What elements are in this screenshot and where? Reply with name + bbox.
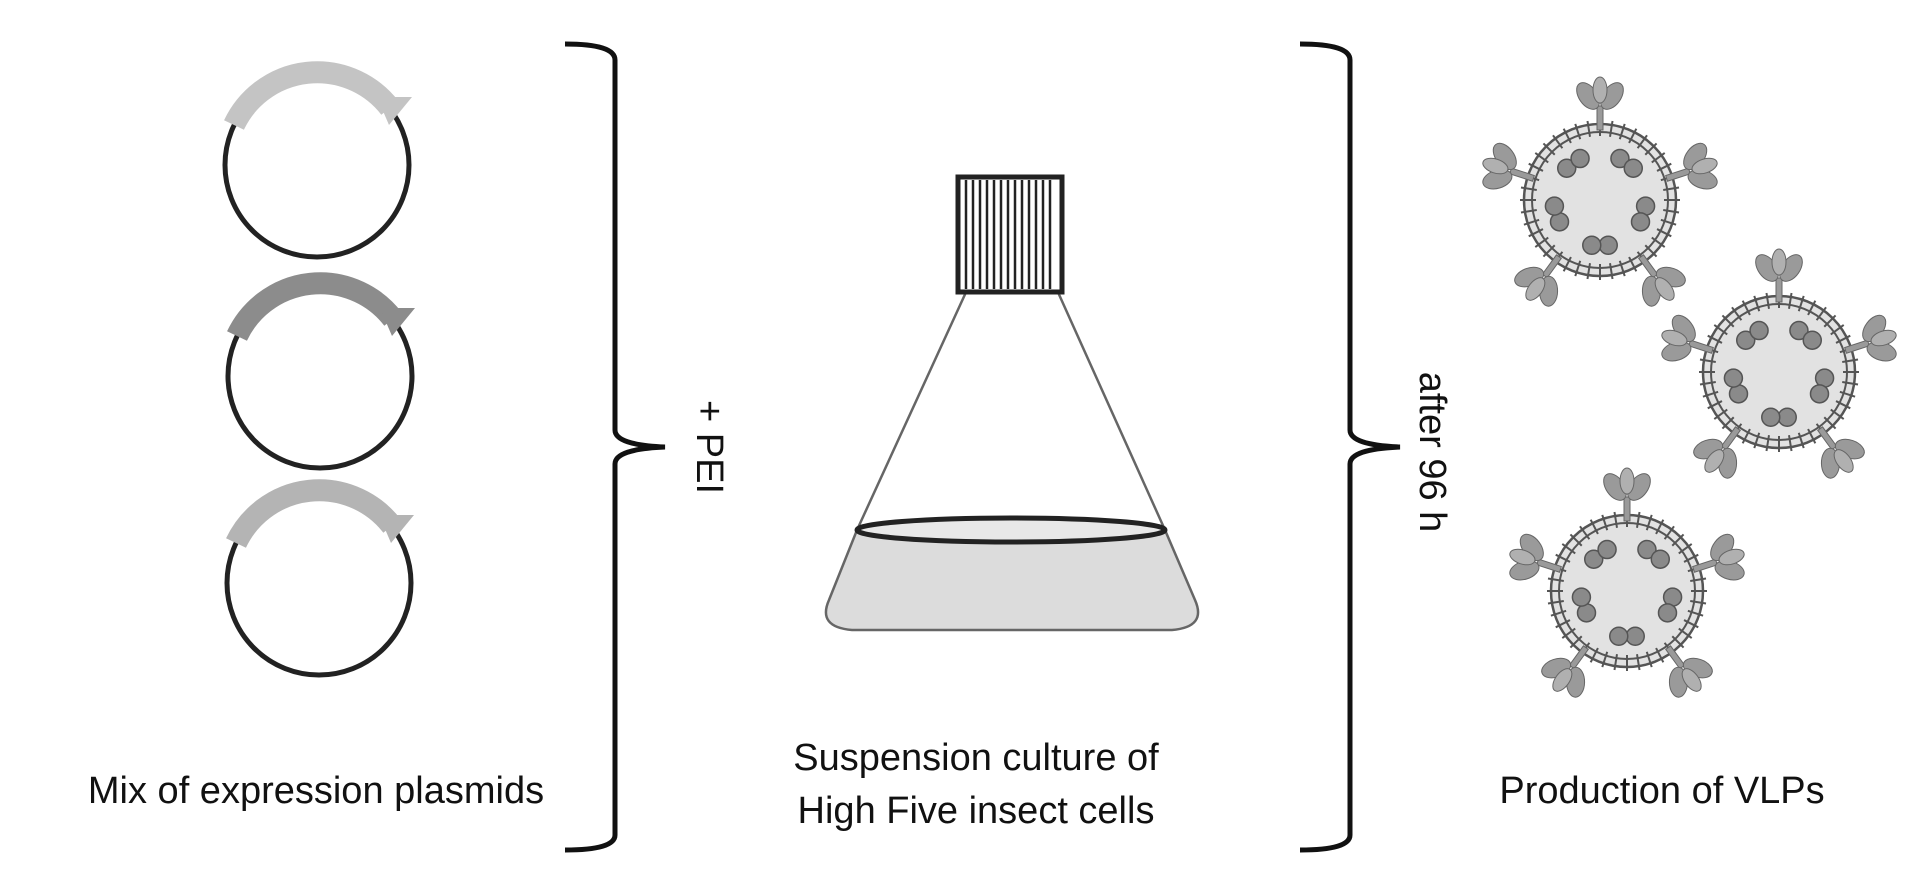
culture-caption-line1: Suspension culture of: [793, 737, 1159, 779]
plasmid-group: [222, 61, 415, 678]
left-bracket: [564, 41, 666, 853]
flask-cap: [955, 174, 1065, 295]
time-label: after 96 h: [1411, 372, 1453, 533]
pei-label: + PEI: [688, 400, 730, 494]
medium-surface: [854, 515, 1168, 545]
flask-icon: [824, 174, 1200, 632]
culture-caption-line2: High Five insect cells: [798, 790, 1155, 832]
vlp-icon: [1661, 248, 1897, 479]
plasmids-caption: Mix of expression plasmids: [88, 770, 544, 812]
culture-medium: [824, 528, 1200, 632]
vlp-icon: [1482, 76, 1718, 307]
vlp-group: [1482, 76, 1897, 698]
plasmid-icon: [224, 479, 414, 678]
vlps-caption: Production of VLPs: [1499, 770, 1824, 812]
vlp-icon: [1509, 467, 1745, 698]
right-bracket: [1299, 41, 1401, 853]
plasmid-icon: [225, 272, 415, 471]
plasmid-icon: [222, 61, 412, 260]
flask-body: [855, 289, 1167, 531]
